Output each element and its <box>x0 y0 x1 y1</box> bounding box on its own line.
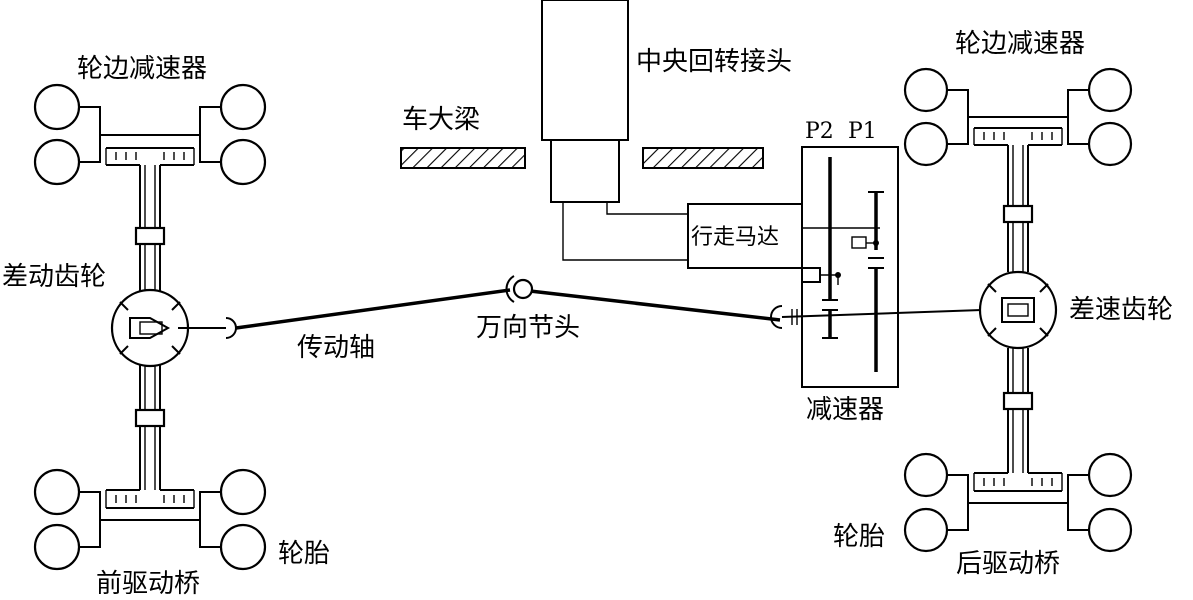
rear-bottom-hub-reducer <box>968 472 1068 504</box>
central-swivel-joint <box>541 0 688 261</box>
front-input-yoke <box>225 317 237 339</box>
tire <box>1087 67 1133 113</box>
rear-drive-axle-label: 后驱动桥 <box>956 549 1060 579</box>
front-right-outer-upper-tire <box>219 83 267 131</box>
drive-shaft-rear <box>529 289 781 322</box>
p2-label: P2 <box>805 119 834 144</box>
tire <box>903 507 949 553</box>
tire-bracket <box>947 89 969 145</box>
tire-bracket <box>199 491 221 548</box>
rear-differential-gear <box>978 270 1058 350</box>
tire <box>903 121 949 167</box>
front-left-outer-lower-tire <box>33 138 81 186</box>
drive-shaft <box>235 288 511 330</box>
reducer-gearbox <box>770 146 1011 388</box>
front-right-outer-lower-tire <box>219 138 267 186</box>
front-bottom-hub-reducer <box>100 489 200 521</box>
tire-bracket <box>947 474 969 531</box>
front-axle-coupling <box>134 226 166 246</box>
reducer-label: 减速器 <box>806 395 884 425</box>
tire <box>903 452 949 498</box>
tire <box>903 67 949 113</box>
frame-beam <box>400 147 764 169</box>
front-axle-assembly <box>33 83 267 571</box>
universal-joint-label: 万向节头 <box>476 313 580 343</box>
differential-gear-label-right: 差速齿轮 <box>1069 295 1173 325</box>
tire <box>1087 121 1133 167</box>
rear-right-upper-tire-front-axle <box>219 468 267 516</box>
front-differential-gear <box>110 288 226 368</box>
universal-joint <box>505 275 534 303</box>
tire-label-left: 轮胎 <box>278 539 330 569</box>
tire <box>1087 507 1133 553</box>
rear-top-hub-reducer <box>968 116 1068 146</box>
rear-left-upper-tire-front-axle <box>33 468 81 516</box>
rear-left-lower-tire-front-axle <box>33 523 81 571</box>
frame-beam-label: 车大梁 <box>402 105 480 135</box>
tire-bracket <box>1067 474 1089 531</box>
tire-bracket <box>79 491 101 548</box>
front-left-outer-upper-tire <box>33 83 81 131</box>
hub-reducer-label-right: 轮边减速器 <box>955 29 1085 59</box>
front-top-hub-reducer <box>100 134 200 166</box>
tire-bracket <box>1067 89 1089 145</box>
drive-shaft-label: 传动轴 <box>297 333 375 363</box>
rear-axle-assembly <box>903 67 1133 553</box>
front-axle-coupling <box>134 408 166 428</box>
hub-reducer-label-left: 轮边减速器 <box>77 54 207 84</box>
tire-label-right: 轮胎 <box>833 522 885 552</box>
front-drive-axle-label: 前驱动桥 <box>96 569 200 599</box>
central-swivel-joint-label: 中央回转接头 <box>636 47 792 77</box>
tire-bracket <box>199 106 221 163</box>
differential-gear-label-left: 差动齿轮 <box>2 262 106 292</box>
tire-bracket <box>79 106 101 163</box>
rear-axle-coupling <box>1002 391 1034 411</box>
travel-motor-label: 行走马达 <box>691 225 779 250</box>
tire <box>1087 452 1133 498</box>
rear-axle-coupling <box>1002 204 1034 224</box>
rear-right-lower-tire-front-axle <box>219 523 267 571</box>
p1-label: P1 <box>848 119 877 144</box>
